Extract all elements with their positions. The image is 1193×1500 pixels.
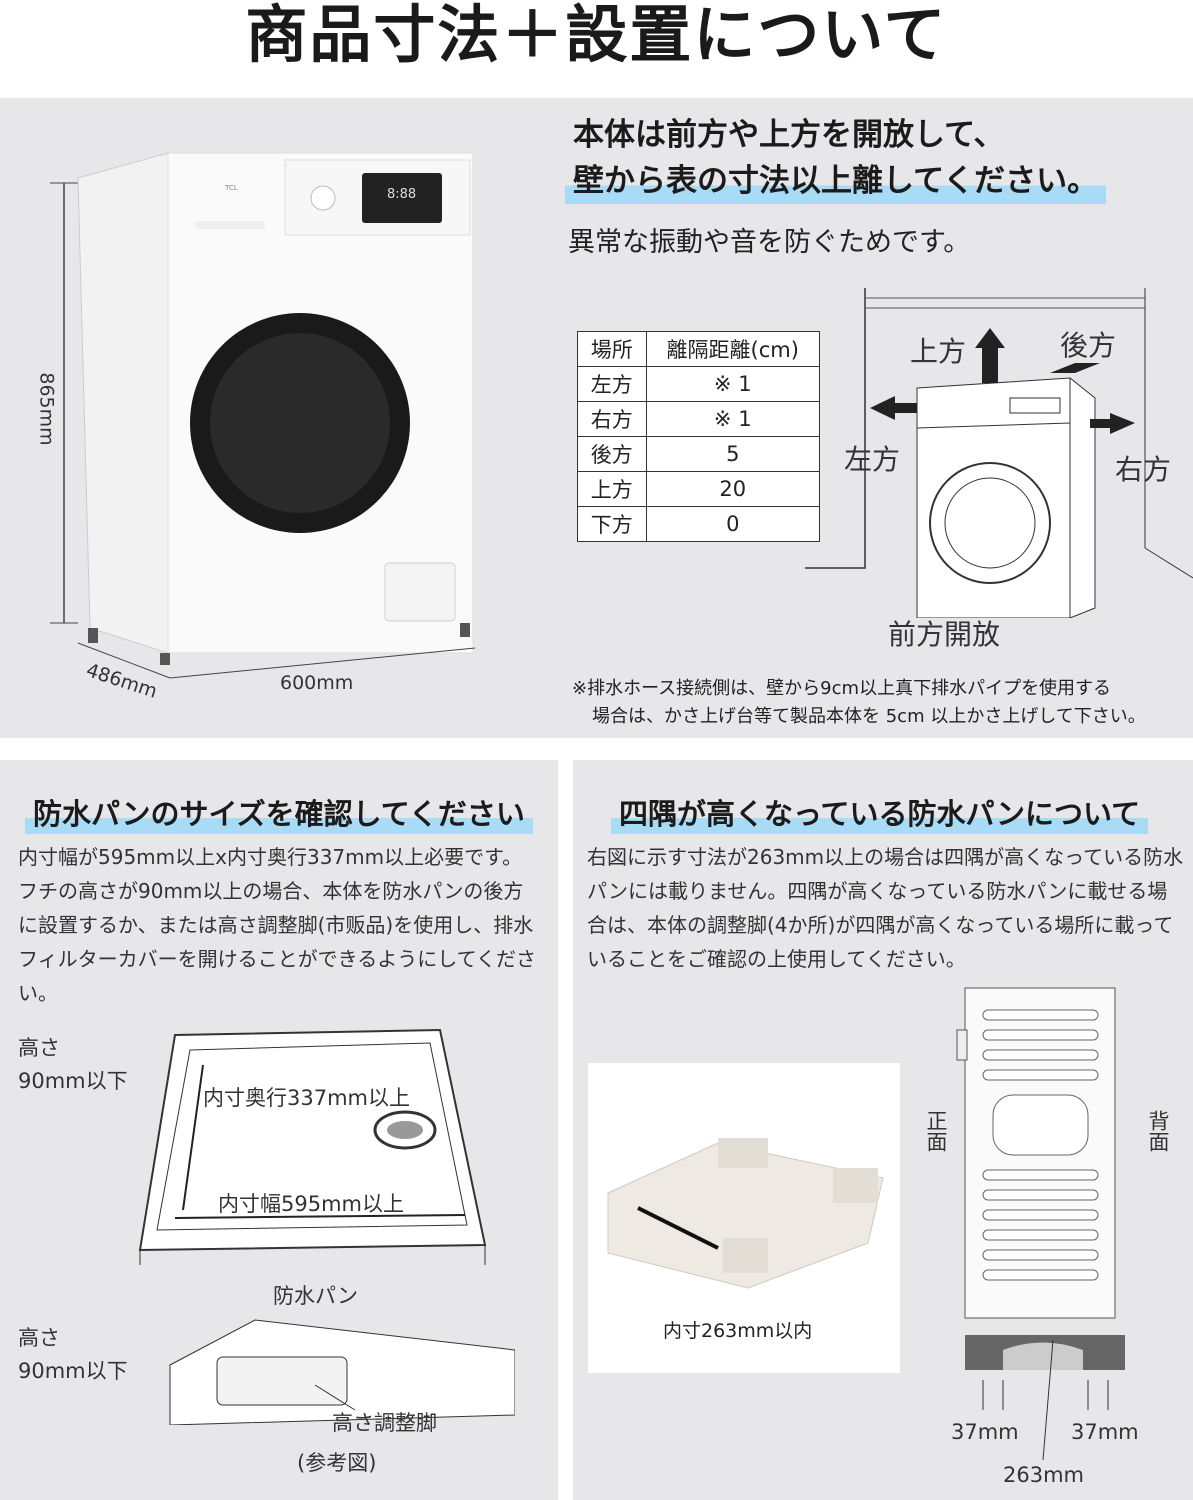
display-readout: 8:88 <box>387 187 416 202</box>
back-label: 背面 <box>1146 1110 1170 1152</box>
label-right: 右方 <box>1115 453 1172 486</box>
inner-width-label: 内寸幅595mm以上 <box>218 1192 404 1216</box>
clearance-heading-line2: 壁から表の寸法以上離してください。 <box>565 158 1107 204</box>
table-cell: 右方 <box>577 401 647 437</box>
drain-note-line2: 場合は、かさ上げ台等て製品本体を 5cm 以上かさ上げして下さい。 <box>592 706 1146 727</box>
front-label: 正面 <box>924 1110 948 1152</box>
pan-height-label: 高さ <box>18 1326 60 1350</box>
table-row: 左方※ 1 <box>577 366 820 402</box>
table-cell: 左方 <box>577 366 647 402</box>
reference-label: (参考図) <box>297 1451 377 1475</box>
rim-height-label: 高さ <box>18 1036 60 1060</box>
pan-size-heading: 防水パンのサイズを確認してください <box>25 794 533 834</box>
table-cell: 上方 <box>577 471 647 507</box>
table-header: 離隔距離(cm) <box>645 331 820 367</box>
table-cell: 5 <box>645 436 820 472</box>
clearance-heading-line1: 本体は前方や上方を開放して、 <box>573 117 1005 153</box>
width-dimension: 600mm <box>280 672 354 694</box>
table-cell: ※ 1 <box>645 366 820 402</box>
table-cell: 下方 <box>577 506 647 542</box>
label-front-open: 前方開放 <box>888 618 1001 651</box>
photo-caption: 内寸263mm以内 <box>663 1320 813 1342</box>
raised-pan-heading: 四隅が高くなっている防水パンについて <box>611 794 1149 834</box>
table-row: 右方※ 1 <box>577 401 820 437</box>
table-cell: 0 <box>645 506 820 542</box>
pan-photo: 内寸263mm以内 <box>588 1063 900 1373</box>
clearance-subtext: 異常な振動や音を防ぐためです。 <box>568 227 971 258</box>
raised-pan-image <box>607 1138 884 1289</box>
pan-size-body: 内寸幅が595mm以上x内寸奥行337mm以上必要です。フチの高さが90mm以上… <box>18 845 536 1005</box>
label-up: 上方 <box>910 335 967 368</box>
pan-drawing <box>138 1028 487 1265</box>
brand-logo: TCL <box>224 184 238 192</box>
table-cell: ※ 1 <box>645 401 820 437</box>
inner-depth-label: 内寸奥行337mm以上 <box>203 1086 410 1110</box>
machine-side-drawing <box>956 987 1125 1461</box>
pan-side-drawing <box>169 1319 515 1425</box>
table-cell: 後方 <box>577 436 647 472</box>
label-left: 左方 <box>844 443 901 476</box>
raised-pan-panel: 四隅が高くなっている防水パンについて 右図に示す寸法が263mm以上の場合は四隅… <box>573 760 1193 1500</box>
pan-size-panel: 防水パンのサイズを確認してください 内寸幅が595mm以上x内寸奥行337mm以… <box>0 760 558 1500</box>
label-back: 後方 <box>1060 329 1117 362</box>
dim-right: 37mm <box>1071 1420 1139 1444</box>
pan-label: 防水パン <box>273 1284 359 1308</box>
clearance-panel: 8:88 TCL 865mm 486mm 600mm 本体は前方や上方を開放して… <box>0 98 1193 738</box>
table-cell: 20 <box>645 471 820 507</box>
leg-label: 高さ調整脚 <box>332 1411 437 1435</box>
raised-pan-body: 右図に示す寸法が263mm以上の場合は四隅が高くなっている防水パンには載りません… <box>587 845 1184 971</box>
page-title: 商品寸法＋設置について <box>245 0 948 71</box>
dim-total: 263mm <box>1003 1463 1084 1487</box>
installation-diagram <box>805 288 1193 618</box>
washing-machine-front-drawing: 8:88 TCL <box>50 152 476 679</box>
table-header: 場所 <box>577 331 647 367</box>
pan-height-value: 90mm以下 <box>18 1359 128 1383</box>
drain-note-line1: ※排水ホース接続側は、壁から9cm以上真下排水パイプを使用する <box>572 678 1112 699</box>
height-dimension: 865mm <box>35 372 58 446</box>
rim-height-value: 90mm以下 <box>18 1069 128 1093</box>
dim-left: 37mm <box>951 1420 1019 1444</box>
